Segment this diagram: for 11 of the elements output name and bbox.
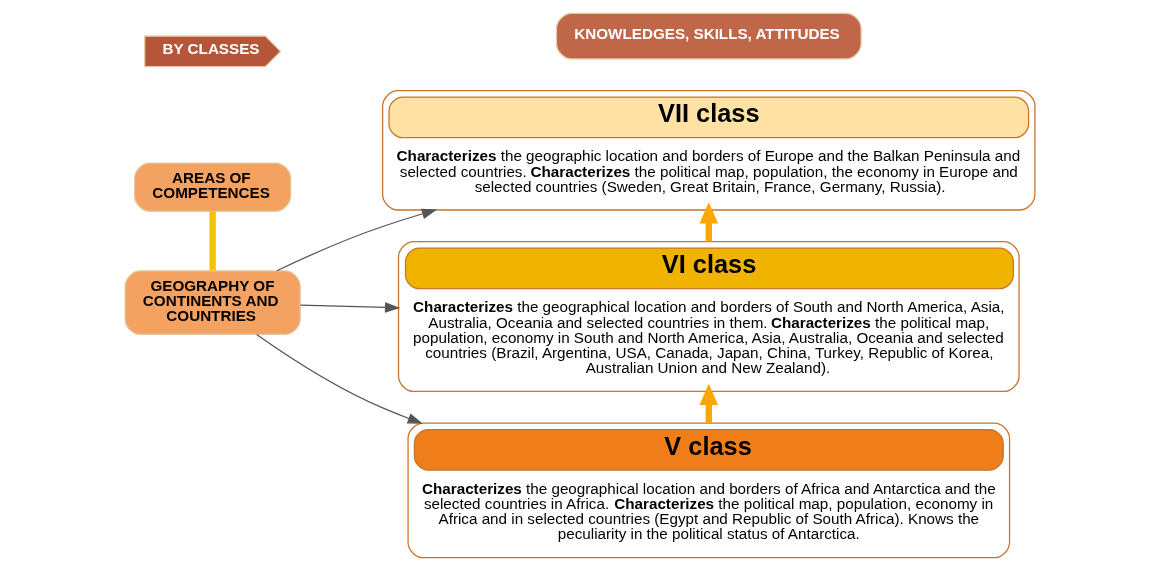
arrow bbox=[299, 302, 401, 313]
node-box: KNOWLEDGES, SKILLS, ATTITUDES bbox=[555, 12, 862, 60]
node-box: V class Characterizes the geographical location and borders of Africa and Antarctica and the selected countries in Africa. Characterizes the political map, population, economy in Africa and in selected countries (Egypt and Republic of South Africa). Knows the peculiarity in the political status of Antarctica. bbox=[407, 422, 1011, 559]
node-box: VI class Characterizes the geographical location and borders of South and North America, Asia, Australia, Oceania and selected countries in them. Characterizes the political map, population, economy in South and North America, Asia, Australia, Oceania and selected countries (Brazil, Argentina, USA, Canada, Japan, China, Turkey, Republic of Korea, Australian Union and New Zealand). bbox=[397, 241, 1020, 393]
arrow bbox=[276, 208, 438, 272]
node-box: AREAS OF COMPETENCES bbox=[133, 162, 292, 212]
node-box: VII class Characterizes the geographic location and borders of Europe and the Balkan Peninsula and selected countries. Characterizes the political map, population, the economy in Europe and selected countries (Sweden, Great Britain, France, Germany, Russia). bbox=[382, 90, 1036, 211]
node-box: GEOGRAPHY OF CONTINENTS AND COUNTRIES bbox=[124, 270, 301, 335]
arrow bbox=[699, 202, 719, 242]
arrow bbox=[256, 333, 423, 424]
connector bbox=[209, 211, 216, 271]
